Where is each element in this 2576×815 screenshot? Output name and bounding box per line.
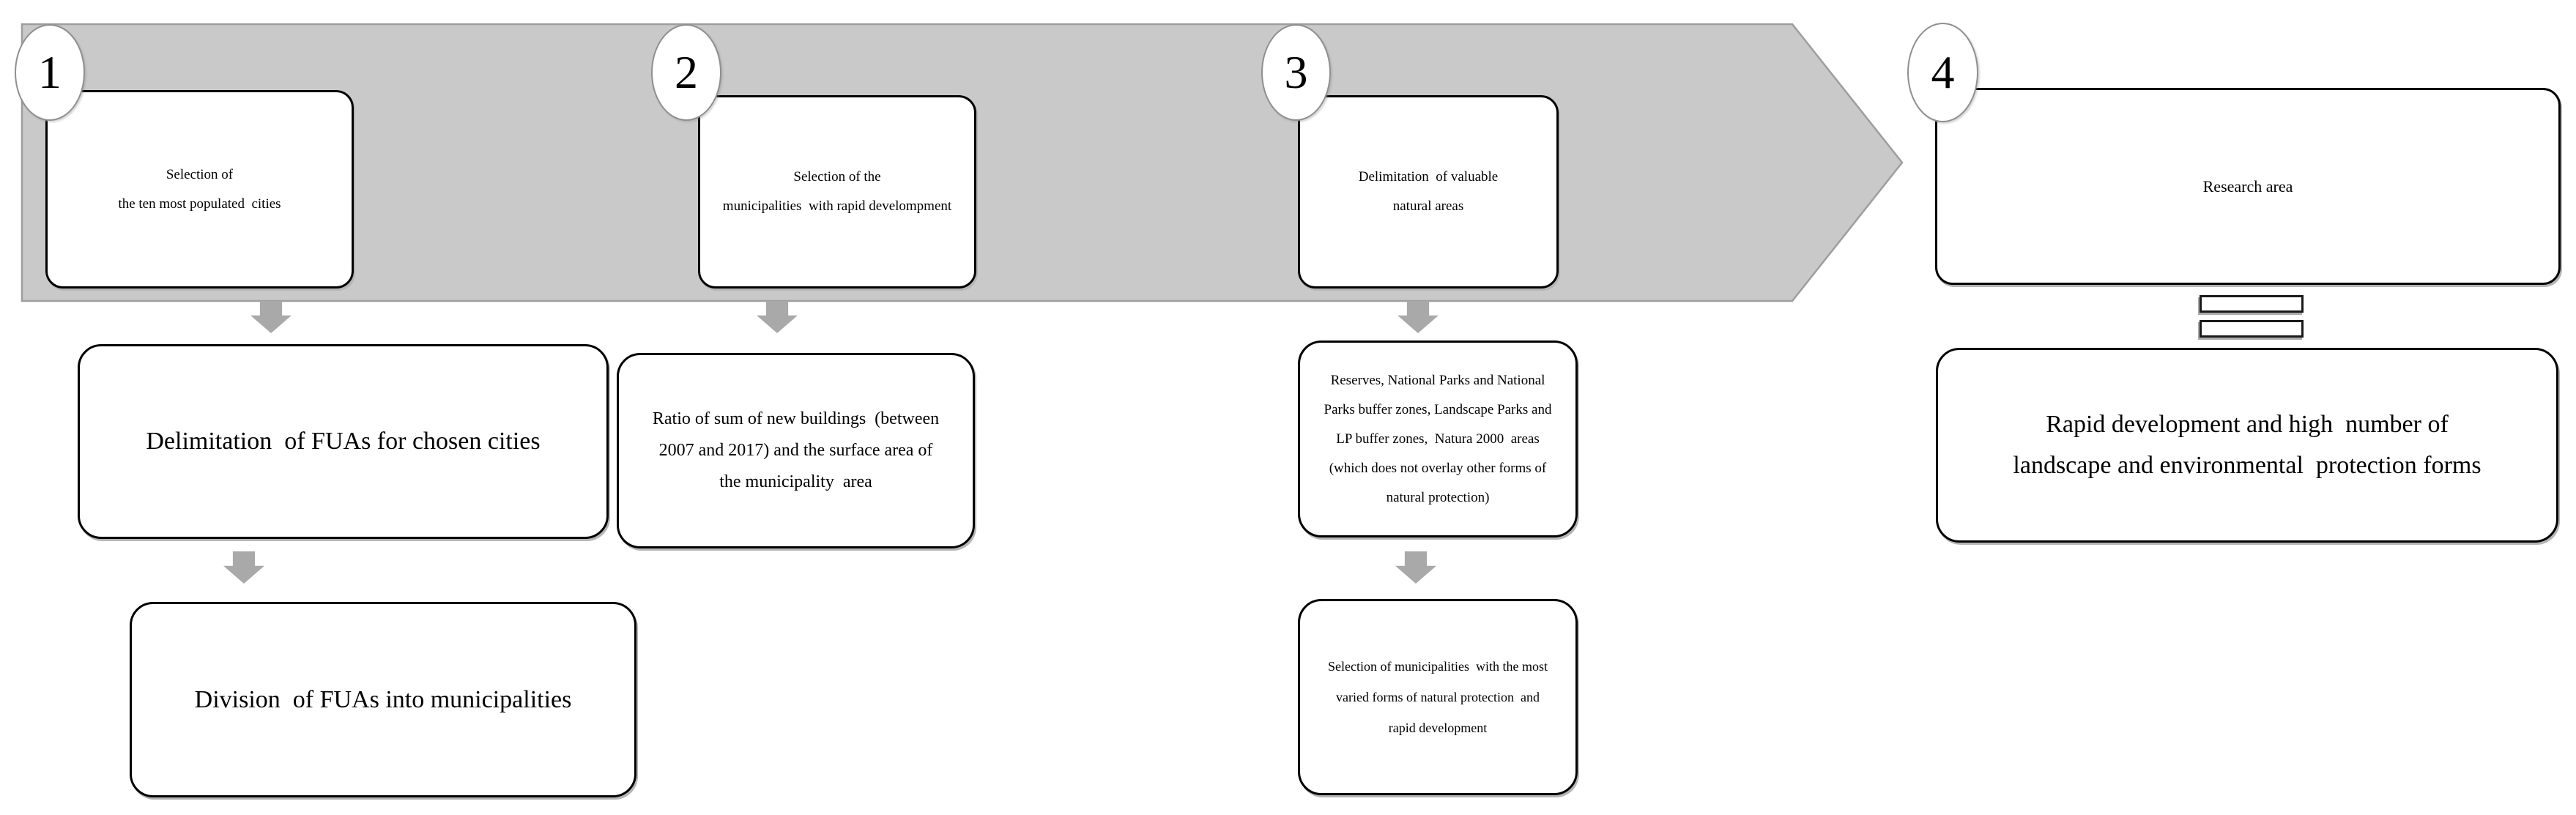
down-arrow-icon <box>250 301 292 333</box>
equals-bar-bottom <box>2200 320 2304 338</box>
step3-box-text: Delimitation of valuable natural areas <box>1358 169 1499 214</box>
step-number-4: 4 <box>1931 46 1955 98</box>
step-circle-1: 1 <box>15 24 85 121</box>
municipality-selection-box: Selection of municipalities with the mos… <box>1298 599 1578 795</box>
buildings-ratio-box: Ratio of sum of new buildings (between 2… <box>617 353 975 548</box>
protected-areas-box: Reserves, National Parks and National Pa… <box>1298 340 1578 537</box>
step4-box-text: Research area <box>2202 176 2293 196</box>
down-arrow-icon <box>757 301 798 333</box>
step1-box-text: Selection of the ten most populated citi… <box>118 166 281 212</box>
protected-areas-text: Reserves, National Parks and National Pa… <box>1324 372 1552 505</box>
step2-box-text: Selection of the municipalities with rap… <box>722 169 952 214</box>
step-circle-2: 2 <box>651 24 721 121</box>
equals-bar-top <box>2200 295 2304 313</box>
result-criteria-box: Rapid development and high number of lan… <box>1936 348 2558 543</box>
fua-division-text: Division of FUAs into municipalities <box>194 685 572 713</box>
municipality-selection-text: Selection of municipalities with the mos… <box>1328 659 1548 735</box>
step-number-2: 2 <box>675 46 698 98</box>
step-number-3: 3 <box>1284 46 1308 98</box>
fua-delimitation-box: Delimitation of FUAs for chosen cities <box>78 344 609 539</box>
step-circle-3: 3 <box>1261 24 1331 121</box>
step4-box: Research area <box>1935 88 2561 285</box>
step3-box: Delimitation of valuable natural areas <box>1298 95 1559 289</box>
step2-box: Selection of the municipalities with rap… <box>698 95 976 289</box>
fua-delimitation-text: Delimitation of FUAs for chosen cities <box>146 428 541 455</box>
buildings-ratio-text: Ratio of sum of new buildings (between 2… <box>652 409 940 491</box>
step-number-1: 1 <box>38 46 62 98</box>
down-arrow-icon <box>1398 301 1439 333</box>
result-criteria-text: Rapid development and high number of lan… <box>2013 411 2482 479</box>
down-arrow-icon <box>1395 551 1436 584</box>
down-arrow-icon <box>223 551 264 584</box>
step-circle-4: 4 <box>1907 23 1978 122</box>
fua-division-box: Division of FUAs into municipalities <box>130 602 636 797</box>
step1-box: Selection of the ten most populated citi… <box>45 90 354 289</box>
